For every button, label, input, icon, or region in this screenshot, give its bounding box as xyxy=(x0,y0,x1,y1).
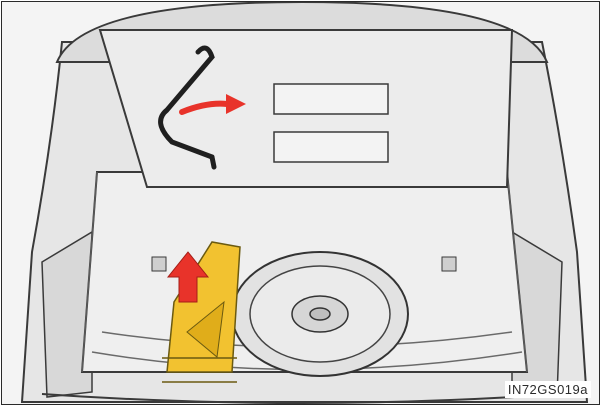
deck-board-panel xyxy=(98,29,514,188)
rear-bumper xyxy=(41,393,563,404)
jack-tool-kit xyxy=(162,241,241,383)
red-curved-arrow-icon xyxy=(179,94,246,115)
figure-id-label: IN72GS019a xyxy=(504,381,591,398)
red-up-arrow-icon xyxy=(166,251,210,303)
hook-tool-icon xyxy=(158,45,217,170)
spare-tire xyxy=(231,251,409,377)
